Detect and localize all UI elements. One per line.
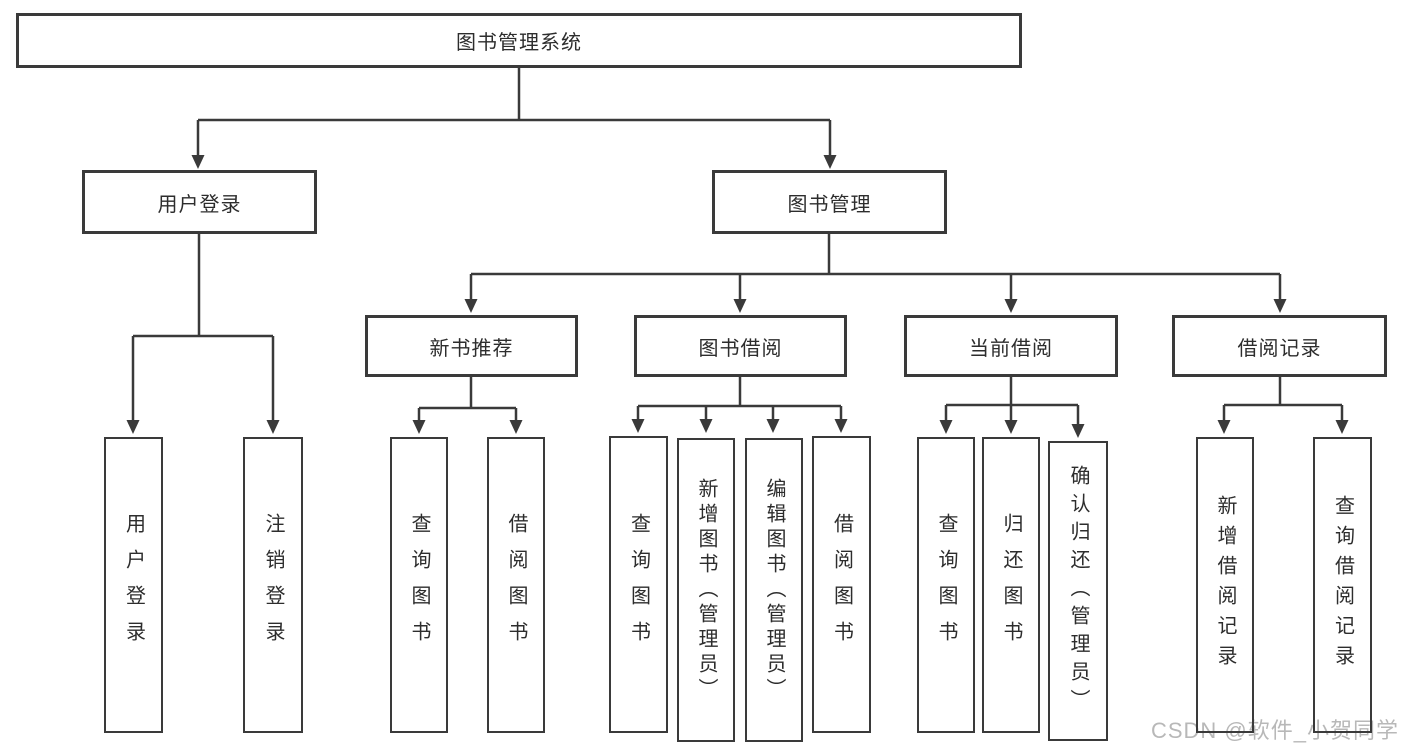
leaf-add-borrow-record: 新增借阅记录 xyxy=(1196,437,1254,733)
leaf-add-book-admin: 新增图书（管理员） xyxy=(677,438,735,742)
node-user-login: 用户登录 xyxy=(82,170,317,234)
leaf-borrow-books-borrowing: 借阅图书 xyxy=(812,436,871,733)
leaf-query-books-current: 查询图书 xyxy=(917,437,975,733)
node-book-management: 图书管理 xyxy=(712,170,947,234)
leaf-query-books-borrowing: 查询图书 xyxy=(609,436,668,733)
leaf-user-login: 用户登录 xyxy=(104,437,163,733)
node-book-borrowing: 图书借阅 xyxy=(634,315,847,377)
leaf-query-borrow-record: 查询借阅记录 xyxy=(1313,437,1372,733)
node-library-management-system: 图书管理系统 xyxy=(16,13,1022,68)
node-borrowing-records: 借阅记录 xyxy=(1172,315,1387,377)
leaf-logout: 注销登录 xyxy=(243,437,303,733)
csdn-watermark: CSDN @软件_小贺同学 xyxy=(1150,718,1399,743)
arrowheads xyxy=(126,155,1349,438)
leaf-edit-book-admin: 编辑图书（管理员） xyxy=(745,438,803,742)
leaf-borrow-books-recommend: 借阅图书 xyxy=(487,437,545,733)
leaf-return-books: 归还图书 xyxy=(982,437,1040,733)
leaf-query-books-recommend: 查询图书 xyxy=(390,437,448,733)
leaf-confirm-return-admin: 确认归还（管理员） xyxy=(1048,441,1108,741)
node-new-book-recommend: 新书推荐 xyxy=(365,315,578,377)
node-current-borrowing: 当前借阅 xyxy=(904,315,1118,377)
